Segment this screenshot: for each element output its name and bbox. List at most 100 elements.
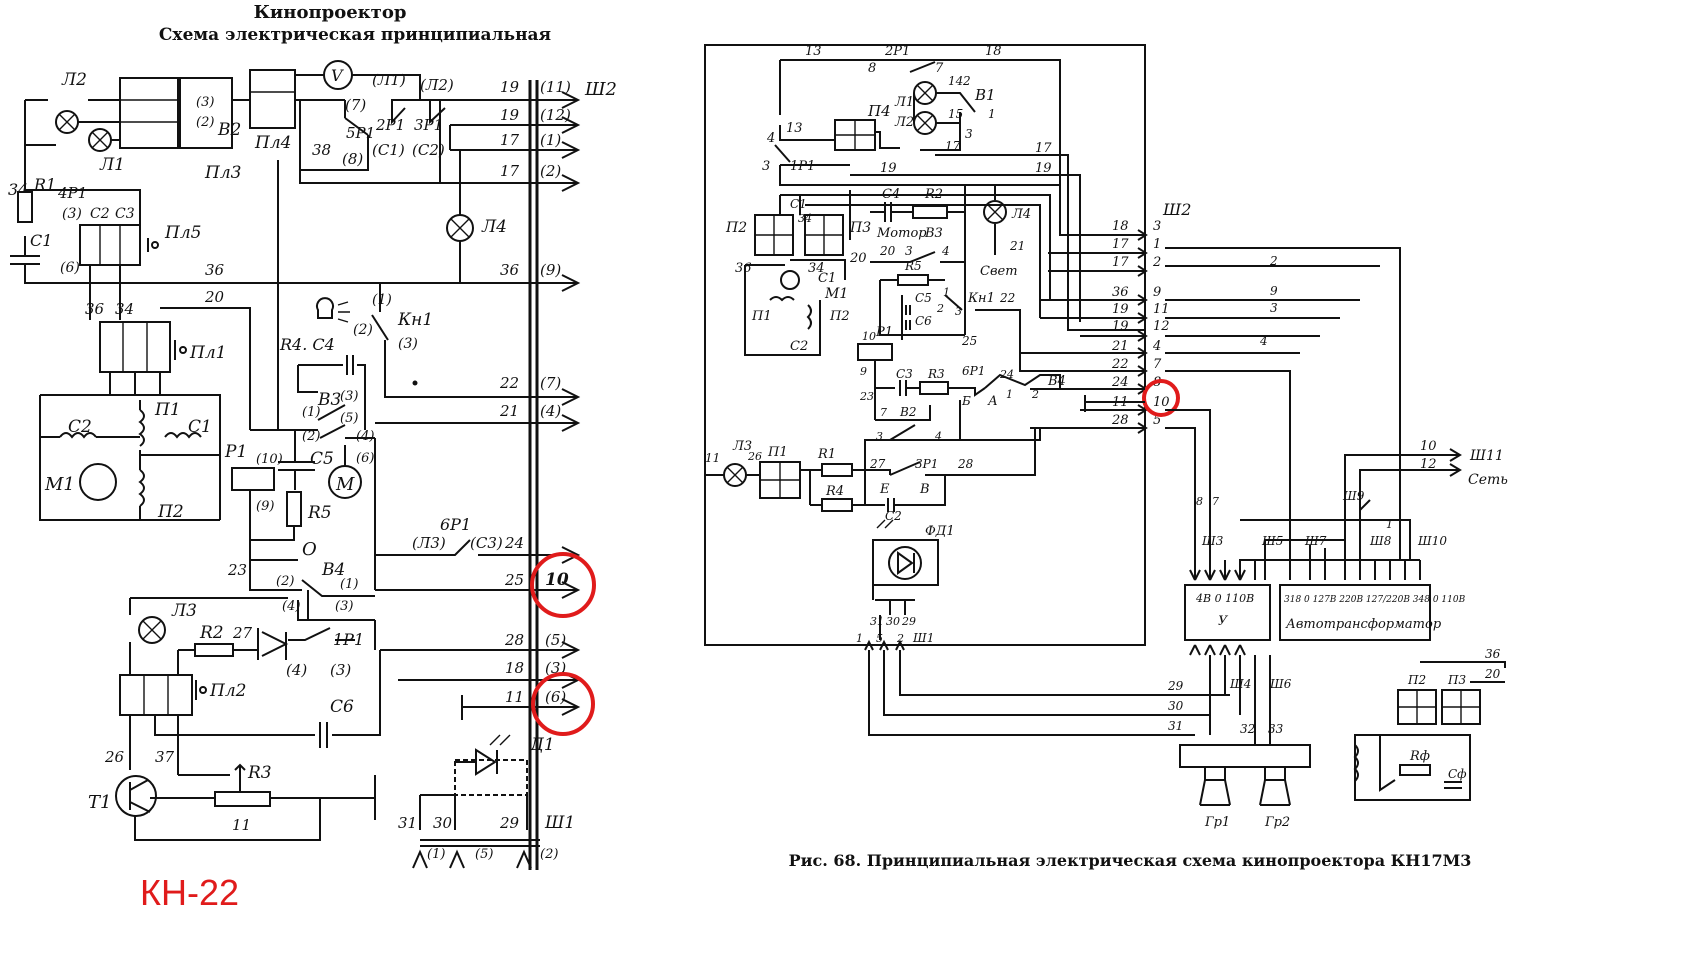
r-label-n7b: 7 — [880, 406, 887, 419]
r-label-auto: Автотрансформатор — [1285, 617, 1442, 632]
label-pl5: Пл5 — [164, 223, 201, 243]
label-s3b: (С3) — [470, 534, 503, 552]
out-wire-9: 18 — [505, 659, 524, 677]
label-kn1: Кн1 — [397, 310, 433, 330]
block-d1: Д1 31 30 29 Ш1 (1) (5) (2) — [398, 734, 575, 869]
r-pin-num-3: 9 — [1153, 285, 1161, 300]
block-pl5: 34 R1 С1 4Р1 (3) С2 С3 (6) Пл5 36 36 34 … — [8, 160, 251, 430]
r-label-l1: Л1 — [894, 95, 914, 110]
label-sh1b: (5) — [475, 847, 493, 862]
block-m1-r: П2 П3 С1 34 36 34 20 С1 М1 П1 П2 С2 — [725, 190, 1051, 356]
connector-pl4: Пл4 — [232, 69, 345, 153]
r-label-v: В — [919, 482, 930, 497]
r-pin-wire-6: 21 — [1111, 339, 1129, 354]
r-label-n1b: 1 — [943, 286, 950, 299]
label-w36b: 36 — [85, 300, 105, 318]
figure-caption: Рис. 68. Принципиальная электрическая сх… — [789, 851, 1472, 870]
r-pin-wire-4: 19 — [1112, 302, 1129, 317]
out-wire-3: 17 — [500, 162, 520, 180]
model-tag: КН-22 — [140, 872, 239, 913]
out-pin-5: (7) — [540, 374, 561, 392]
block-kn1-r: R5 С5 С6 1 2 3 Кн1 22 25 — [879, 259, 1030, 372]
out-wire-2: 17 — [500, 131, 520, 149]
label-b4a: (2) — [276, 574, 294, 589]
r-label-n27: 27 — [869, 457, 886, 471]
r-label-n7c: 7 — [1212, 495, 1219, 508]
r-label-cf: Сф — [1448, 767, 1467, 781]
label-p2m: П2 — [157, 502, 184, 522]
out-wire-6: 21 — [499, 402, 519, 420]
r-pin-num-5: 12 — [1153, 319, 1170, 334]
r-label-p4: П4 — [867, 102, 891, 120]
motor-m1-icon — [79, 463, 117, 501]
r-label-gr1: Гр1 — [1204, 815, 1230, 830]
r-label-a: А — [987, 394, 998, 409]
out-pin-1: (12) — [540, 106, 571, 124]
r-label-r3p1: 3Р1 — [915, 457, 938, 471]
out-pin-2: (1) — [540, 131, 561, 149]
r-label-n34b: 34 — [808, 261, 825, 276]
r-label-sh3: Ш3 — [1201, 534, 1224, 548]
r-label-n20b: 20 — [879, 244, 896, 258]
label-r2: R2 — [199, 623, 224, 643]
chassis-frame — [704, 44, 1146, 646]
label-w20: 20 — [204, 288, 225, 306]
r-pin-wire-8: 24 — [1111, 375, 1129, 390]
label-pc2: С2 — [90, 206, 110, 222]
r-label-e: Е — [879, 482, 890, 497]
label-w36a: 36 — [205, 261, 225, 279]
label-s1: (С1) — [372, 141, 405, 159]
r-label-m1: М1 — [824, 286, 848, 302]
connector-pl3: (3) (2) Пл3 В2 — [119, 77, 241, 183]
label-pc3: С3 — [115, 206, 135, 222]
r-pin-wire-1: 17 — [1112, 237, 1129, 252]
r-label-n14: 14 — [948, 74, 963, 88]
r-label-sh6: Ш6 — [1269, 677, 1292, 691]
r-label-sh11: Ш11 — [1469, 448, 1504, 464]
r-label-n22: 22 — [999, 291, 1015, 305]
r-label-c2: С2 — [885, 509, 902, 523]
r-label-w13b: 13 — [786, 121, 803, 136]
r-label-r2a: 2 — [1269, 254, 1278, 268]
r-pin-wire-7: 22 — [1111, 357, 1129, 372]
label-r1p1: 1Р1 — [333, 630, 364, 649]
label-k3: (3) — [398, 336, 418, 352]
r-label-n4e: 4 — [934, 430, 942, 443]
label-r6p1: 6Р1 — [440, 515, 471, 534]
label-pl1: Пл1 — [189, 343, 226, 363]
r-label-w13a: 13 — [805, 44, 822, 59]
block-b4: В4 (2) (1) (4) (3) 6Р1 (Л3) (С3) 24 — [249, 515, 581, 650]
label-r3: R3 — [247, 763, 272, 783]
r-label-n31b: 31 — [1168, 719, 1183, 733]
out-pin-10: (6) — [545, 688, 566, 706]
r-label-n7: 7 — [935, 61, 944, 76]
block-amplifier: 8 7 Ш3 Ш5 4В 0 110В У 318 0 127В 220В 12… — [1184, 254, 1508, 641]
label-c1: С1 — [30, 231, 52, 250]
r-label-connector-sh2: Ш2 — [1162, 200, 1191, 219]
r-pin-num-1: 1 — [1153, 237, 1161, 252]
r-label-n3e: 3 — [876, 430, 883, 443]
r-label-sh7: Ш7 — [1304, 534, 1327, 548]
r-pin-num-7: 7 — [1153, 357, 1162, 372]
r-label-auto-v: 318 0 127В 220В 127/220В 348 0 110В — [1284, 595, 1466, 605]
label-m: М — [335, 474, 355, 495]
label-p10: (10) — [256, 452, 283, 467]
r-label-n34: 34 — [798, 212, 812, 225]
r-label-p1m: П1 — [751, 309, 772, 324]
r-label-p1r: Р1 — [875, 325, 893, 340]
r-pin-num-9: 10 — [1153, 395, 1170, 410]
label-connector-sh2: Ш2 — [584, 79, 617, 100]
label-w31: 31 — [398, 814, 417, 832]
r-label-amp-v: 4В 0 110В — [1195, 592, 1254, 605]
label-connector-sh1: Ш1 — [544, 813, 575, 833]
r-label-r4a: 4 — [1259, 334, 1268, 348]
r-label-c6: С6 — [915, 314, 932, 328]
label-o: О — [302, 539, 317, 560]
r-label-b2: В2 — [899, 405, 916, 419]
out-wire-4: 36 — [500, 261, 520, 279]
label-l2b: (Л2) — [420, 76, 454, 94]
label-d1: Д1 — [529, 735, 555, 755]
label-b3f: (6) — [356, 451, 374, 466]
r-label-n9: 9 — [860, 365, 867, 378]
label-b3c: (2) — [302, 429, 320, 444]
